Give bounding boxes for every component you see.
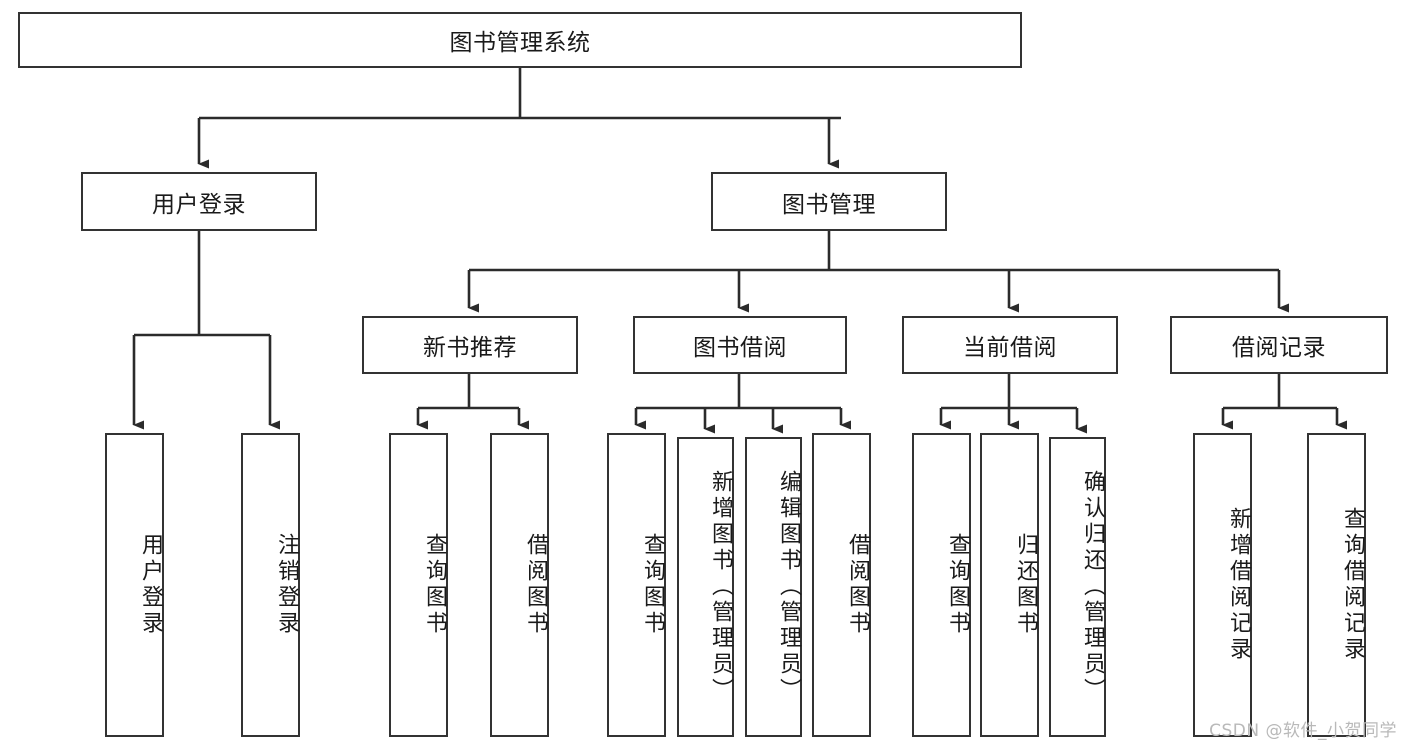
leaf-borrow-record-add-record[interactable]: 新增借阅记录 bbox=[1193, 433, 1252, 737]
leaf-current-borrow-confirm-return-admin[interactable]: 确认归还（管理员） bbox=[1049, 437, 1106, 737]
node-label: 当前借阅 bbox=[963, 335, 1057, 361]
node-label: 图书借阅 bbox=[693, 335, 787, 361]
leaf-user-login-login[interactable]: 用户登录 bbox=[105, 433, 164, 737]
node-borrow-record[interactable]: 借阅记录 bbox=[1170, 316, 1388, 374]
node-root-book-management-system[interactable]: 图书管理系统 bbox=[18, 12, 1022, 68]
node-user-login[interactable]: 用户登录 bbox=[81, 172, 317, 231]
leaf-book-borrow-borrow-book[interactable]: 借阅图书 bbox=[812, 433, 871, 737]
leaf-book-borrow-edit-book-admin[interactable]: 编辑图书（管理员） bbox=[745, 437, 802, 737]
node-new-book-recommend[interactable]: 新书推荐 bbox=[362, 316, 578, 374]
node-label: 新增图书（管理员） bbox=[708, 470, 733, 704]
leaf-book-borrow-query-book[interactable]: 查询图书 bbox=[607, 433, 666, 737]
node-label: 注销登录 bbox=[274, 533, 299, 637]
node-label: 图书管理系统 bbox=[449, 30, 591, 56]
leaf-book-borrow-add-book-admin[interactable]: 新增图书（管理员） bbox=[677, 437, 734, 737]
node-book-management[interactable]: 图书管理 bbox=[711, 172, 947, 231]
leaf-current-borrow-query-book[interactable]: 查询图书 bbox=[912, 433, 971, 737]
node-label: 查询图书 bbox=[945, 533, 970, 637]
leaf-new-book-query-book[interactable]: 查询图书 bbox=[389, 433, 448, 737]
node-label: 借阅记录 bbox=[1232, 335, 1326, 361]
leaf-current-borrow-return-book[interactable]: 归还图书 bbox=[980, 433, 1039, 737]
leaf-user-login-logout[interactable]: 注销登录 bbox=[241, 433, 300, 737]
node-label: 借阅图书 bbox=[523, 533, 548, 637]
node-book-borrow[interactable]: 图书借阅 bbox=[633, 316, 847, 374]
node-label: 新书推荐 bbox=[423, 335, 517, 361]
node-label: 用户登录 bbox=[152, 191, 246, 218]
node-current-borrow[interactable]: 当前借阅 bbox=[902, 316, 1118, 374]
node-label: 编辑图书（管理员） bbox=[776, 470, 801, 704]
node-label: 借阅图书 bbox=[845, 533, 870, 637]
node-label: 图书管理 bbox=[782, 191, 876, 218]
node-label: 新增借阅记录 bbox=[1226, 507, 1251, 663]
node-label: 查询图书 bbox=[640, 533, 665, 637]
node-label: 查询借阅记录 bbox=[1340, 507, 1365, 663]
node-label: 用户登录 bbox=[138, 533, 163, 637]
node-label: 归还图书 bbox=[1013, 533, 1038, 637]
node-label: 查询图书 bbox=[422, 533, 447, 637]
node-label: 确认归还（管理员） bbox=[1080, 470, 1105, 704]
leaf-new-book-borrow-book[interactable]: 借阅图书 bbox=[490, 433, 549, 737]
leaf-borrow-record-query-record[interactable]: 查询借阅记录 bbox=[1307, 433, 1366, 737]
